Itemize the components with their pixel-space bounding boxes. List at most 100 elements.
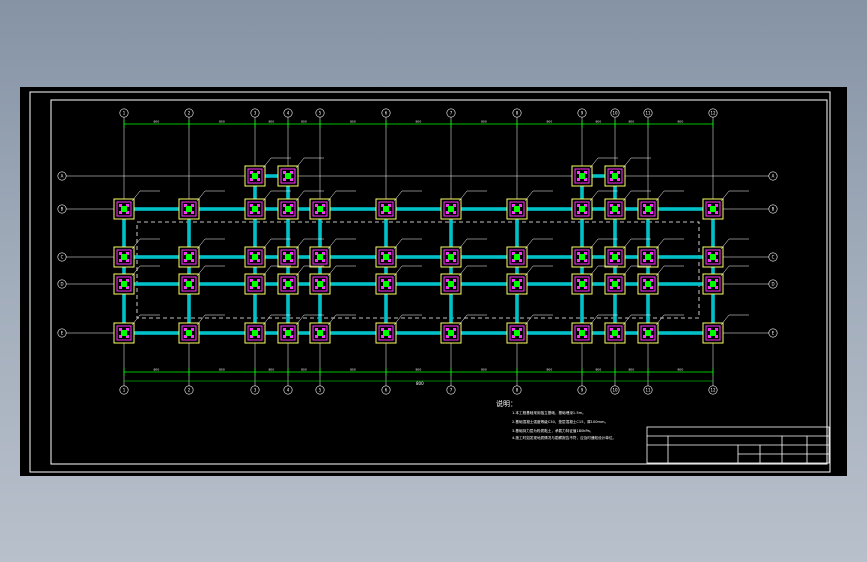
footing-hatch-3 <box>290 178 293 181</box>
footing-hatch-3 <box>191 335 194 338</box>
column-core <box>186 281 192 287</box>
footing-inner <box>443 325 459 341</box>
footing-hatch-3 <box>191 211 194 214</box>
footing-inner <box>443 249 459 265</box>
footing-hatch-1 <box>257 204 260 207</box>
footing-hatch-0 <box>250 252 253 255</box>
note-line-3: 3.基础持力层为粉质黏土，承载力特征值180kPa。 <box>512 428 593 433</box>
dim-text: 800 <box>350 368 356 372</box>
axis-bubble-bottom-7-circle <box>446 385 456 395</box>
note-line-4: 4.施工时如发现地质情况与勘察报告不符，应及时通知设计单位。 <box>512 435 616 440</box>
footing-hatch-2 <box>610 178 613 181</box>
dim-text: 800 <box>416 120 422 124</box>
footing-hatch-2 <box>708 286 711 289</box>
leader-4-B <box>295 190 324 202</box>
footing-hatch-1 <box>453 328 456 331</box>
footing-hatch-1 <box>617 279 620 282</box>
footing-hatch-2 <box>708 259 711 262</box>
axis-bubble-top-11-label: 11 <box>645 111 651 116</box>
footing-hatch-1 <box>453 204 456 207</box>
footing-hatch-1 <box>126 279 129 282</box>
tie-beam-v-top-3 <box>253 176 257 209</box>
footing-hatch-0 <box>283 279 286 282</box>
axis-bubble-bottom-6-label: 6 <box>385 388 388 393</box>
column-core <box>448 206 454 212</box>
footing-hatch-2 <box>184 286 187 289</box>
axis-bubble-left-A-label: A <box>61 174 64 179</box>
column-core <box>121 254 127 260</box>
footing-hatch-2 <box>119 211 122 214</box>
footing-hatch-2 <box>577 259 580 262</box>
footing-hatch-1 <box>715 279 718 282</box>
footing-hatch-1 <box>322 279 325 282</box>
axis-bubble-left-E-label: E <box>61 331 64 336</box>
inner-frame <box>50 99 828 465</box>
dim-text: 800 <box>678 120 684 124</box>
axis-bubble-top-5-circle <box>315 108 325 118</box>
footing-inner <box>607 325 623 341</box>
axis-bubble-left-C-circle <box>57 252 67 262</box>
dim-text: 800 <box>269 368 275 372</box>
footing-9-C <box>571 246 593 268</box>
footing-hatch-2 <box>643 335 646 338</box>
footing-hatch-2 <box>381 335 384 338</box>
footing-hatch-2 <box>315 286 318 289</box>
axis-bubble-right-B-circle <box>768 204 778 214</box>
footing-hatch-0 <box>250 204 253 207</box>
footing-hatch-2 <box>250 335 253 338</box>
footing-hatch-0 <box>708 252 711 255</box>
footing-hatch-0 <box>643 204 646 207</box>
design-notes: 说明： 1.本工程基础采用独立基础，基础埋深1.5m。 2.基础混凝土强度等级C… <box>496 399 616 440</box>
footing-hatch-1 <box>257 171 260 174</box>
footing-hatch-2 <box>119 259 122 262</box>
footing-hatch-2 <box>512 259 515 262</box>
tie-beam-v-3 <box>253 209 257 333</box>
dim-text: 800 <box>678 368 684 372</box>
axis-bubble-top-1-label: 1 <box>123 111 126 116</box>
footing-inner <box>705 276 721 292</box>
footing-inner <box>181 276 197 292</box>
leader-6-C <box>393 238 422 250</box>
footing-inner <box>574 168 590 184</box>
footing-hatch-0 <box>512 328 515 331</box>
footing-6-C <box>375 246 397 268</box>
footing-inner <box>116 201 132 217</box>
footing-hatch-0 <box>283 204 286 207</box>
footing-hatch-0 <box>512 279 515 282</box>
footing-inner <box>378 201 394 217</box>
footing-6-B <box>375 198 397 220</box>
footing-inner <box>181 249 197 265</box>
axis-bubble-right-E-label: E <box>772 331 775 336</box>
title-block <box>646 426 830 464</box>
footing-hatch-3 <box>453 211 456 214</box>
footing-hatch-2 <box>577 178 580 181</box>
footing-hatch-0 <box>283 252 286 255</box>
column-core <box>285 330 291 336</box>
tie-beams <box>122 174 715 335</box>
footing-hatch-1 <box>257 328 260 331</box>
column-core <box>383 330 389 336</box>
footing-1-B <box>113 198 135 220</box>
footing-inner <box>443 276 459 292</box>
footing-hatch-3 <box>257 259 260 262</box>
leader-8-B <box>524 190 553 202</box>
footing-hatch-2 <box>315 335 318 338</box>
leader-2-D <box>196 265 225 277</box>
tie-beam-v-top-4 <box>286 176 290 209</box>
footing-hatch-3 <box>715 211 718 214</box>
footing-hatch-3 <box>617 335 620 338</box>
footing-hatch-3 <box>126 286 129 289</box>
footing-hatch-1 <box>715 204 718 207</box>
footing-hatch-2 <box>708 335 711 338</box>
footing-hatch-0 <box>577 328 580 331</box>
dim-text: 800 <box>481 120 487 124</box>
footing-hatch-2 <box>643 286 646 289</box>
footing-hatch-3 <box>388 335 391 338</box>
footing-hatch-1 <box>584 171 587 174</box>
footing-5-E <box>309 322 331 344</box>
axis-bubble-bottom-12-circle <box>708 385 718 395</box>
footing-hatch-2 <box>577 286 580 289</box>
footing-hatch-3 <box>257 335 260 338</box>
